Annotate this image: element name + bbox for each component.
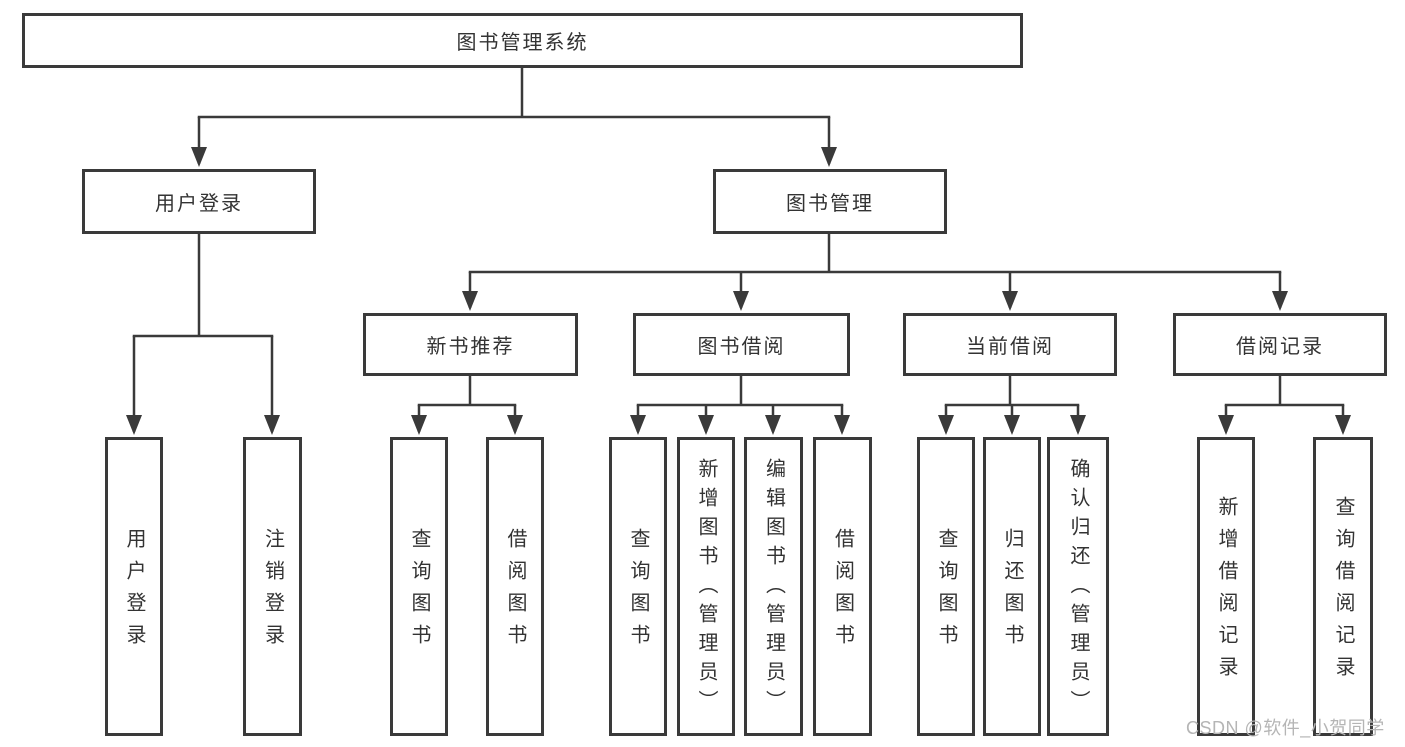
- node-leaf-query-borrow-record: 查询借阅记录: [1313, 437, 1373, 736]
- node-leaf-borrow-books-bb: 借阅图书: [813, 437, 872, 736]
- node-borrowing-records: 借阅记录: [1173, 313, 1387, 376]
- node-leaf-query-books-rec: 查询图书: [390, 437, 448, 736]
- node-book-borrowing: 图书借阅: [633, 313, 850, 376]
- node-leaf-return-books: 归还图书: [983, 437, 1041, 736]
- node-leaf-add-books-admin: 新增图书（管理员）: [677, 437, 735, 736]
- node-leaf-add-borrow-record: 新增借阅记录: [1197, 437, 1255, 736]
- node-book-management: 图书管理: [713, 169, 947, 234]
- node-leaf-confirm-return-admin: 确认归还（管理员）: [1047, 437, 1109, 736]
- node-leaf-borrow-books-rec: 借阅图书: [486, 437, 544, 736]
- node-leaf-query-books-cb: 查询图书: [917, 437, 975, 736]
- node-library-management-system: 图书管理系统: [22, 13, 1023, 68]
- node-leaf-user-login: 用户登录: [105, 437, 163, 736]
- csdn-watermark: CSDN @软件_小贺同学: [1186, 718, 1385, 738]
- node-user-login: 用户登录: [82, 169, 316, 234]
- node-leaf-logout: 注销登录: [243, 437, 302, 736]
- node-current-borrowing: 当前借阅: [903, 313, 1117, 376]
- node-new-book-recommendation: 新书推荐: [363, 313, 578, 376]
- node-leaf-edit-books-admin: 编辑图书（管理员）: [744, 437, 803, 736]
- node-leaf-query-books-bb: 查询图书: [609, 437, 667, 736]
